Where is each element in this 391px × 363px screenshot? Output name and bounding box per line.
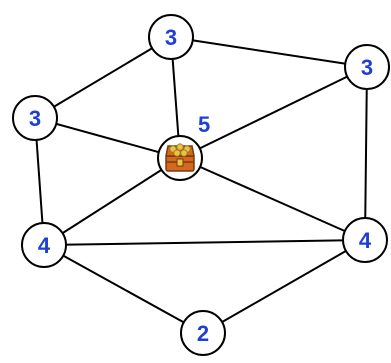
edge-top-top-right (170, 36, 368, 68)
edge-bottom-left-bottom (43, 244, 204, 334)
edge-top-left (34, 36, 172, 119)
edge-bottom-left-right (43, 239, 366, 246)
node-label: 2 (197, 321, 209, 346)
node-label: 4 (359, 228, 372, 253)
node-label: 3 (165, 25, 177, 50)
edge-center-right (179, 157, 366, 241)
node-label: 3 (29, 106, 41, 131)
node-circle (12, 95, 58, 141)
edge-right-bottom (202, 239, 366, 334)
node-circle (344, 44, 390, 90)
node-label: 4 (38, 233, 51, 258)
node-circle (180, 310, 226, 356)
edges-layer (34, 36, 368, 334)
treasure-chest-icon (165, 143, 195, 172)
node-circle (21, 222, 67, 268)
node-circle (148, 14, 194, 60)
node-label: 3 (361, 55, 373, 80)
node-label: 5 (198, 112, 210, 137)
edge-top-right-center (179, 66, 368, 159)
edge-center-bottom-left (43, 157, 181, 246)
edge-top-right-right (364, 66, 368, 241)
node-bottom: 2 (180, 310, 226, 356)
nodes-layer: 3 3 3 5 4 4 2 (12, 14, 390, 356)
node-circle (342, 217, 388, 263)
node-center: 5 (157, 112, 210, 181)
node-top: 3 (148, 14, 194, 60)
node-bottom-left: 4 (21, 222, 67, 268)
node-right: 4 (342, 217, 388, 263)
node-top-right: 3 (344, 44, 390, 90)
edge-left-center (34, 117, 181, 159)
node-left: 3 (12, 95, 58, 141)
